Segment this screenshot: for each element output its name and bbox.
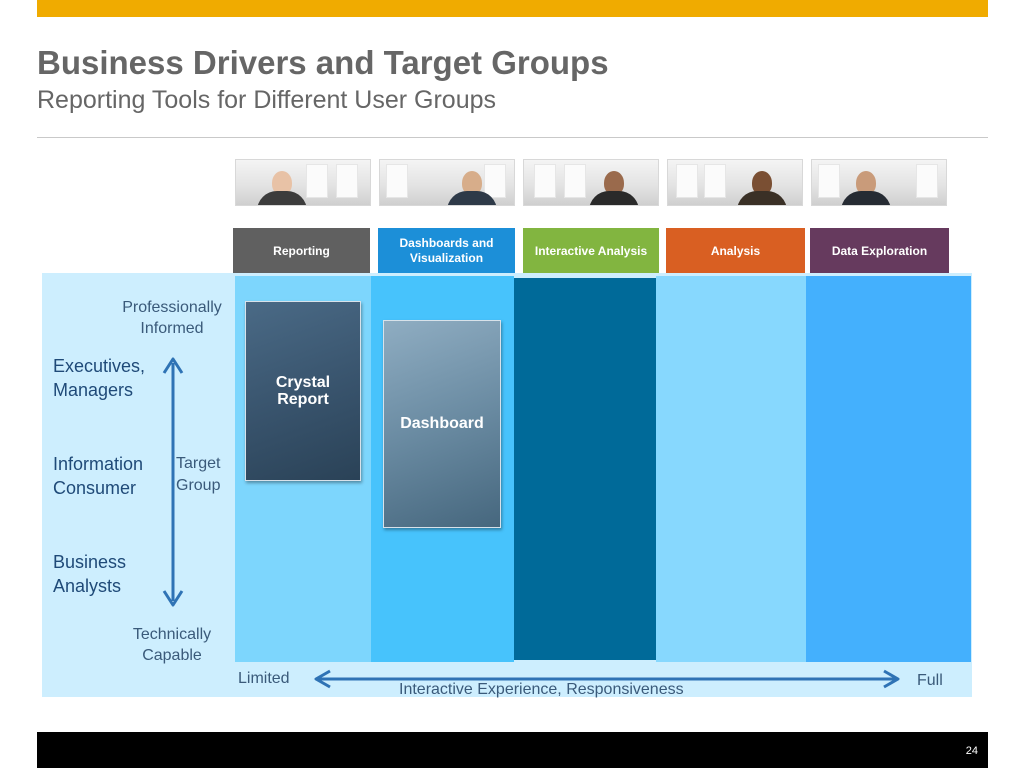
crystal-report-box: Crystal Report: [245, 301, 361, 481]
top-accent-bar: [37, 0, 988, 17]
analysis-user-photo: [667, 159, 803, 206]
dashboard-box: Dashboard: [383, 320, 501, 528]
column-header-reporting: Reporting: [233, 228, 370, 274]
reporting-user-photo: [235, 159, 371, 206]
group-business-analysts: Business Analysts: [53, 552, 127, 596]
axis-left-label: Limited: [238, 670, 290, 687]
exploration-user-photo: [811, 159, 947, 206]
dashboard-label: Dashboard: [400, 415, 484, 432]
target-group-label: Target Group: [176, 455, 221, 494]
page-number: 24: [965, 745, 978, 757]
band-data-exploration: [806, 276, 971, 662]
column-header-data-exploration: Data Exploration: [810, 228, 949, 274]
interactive-user-photo: [523, 159, 659, 206]
column-header-analysis: Analysis: [666, 228, 805, 274]
band-interactive-analysis: [514, 278, 656, 660]
slide-title: Business Drivers and Target Groups: [37, 44, 609, 81]
interactive-experience-arrow: [314, 669, 900, 689]
axis-right-label: Full: [917, 672, 943, 689]
band-analysis: [656, 276, 806, 662]
axis-top-label: Professionally Informed: [122, 299, 222, 337]
group-information-consumer: Information Consumer: [53, 454, 144, 498]
footer-bar: 24: [37, 732, 988, 768]
column-header-dashboards: Dashboards and Visualization: [378, 228, 515, 274]
dashboards-user-photo: [379, 159, 515, 206]
title-divider: [37, 137, 988, 138]
crystal-report-label: Crystal Report: [275, 374, 331, 408]
interactive-experience-label: Interactive Experience, Responsiveness: [399, 681, 684, 698]
column-header-interactive-analysis: Interactive Analysis: [523, 228, 659, 274]
target-group-arrow: [162, 357, 184, 607]
axis-bottom-label: Technically Capable: [132, 626, 212, 664]
group-executives-managers: Executives, Managers: [53, 356, 146, 400]
slide-subtitle: Reporting Tools for Different User Group…: [37, 86, 497, 114]
